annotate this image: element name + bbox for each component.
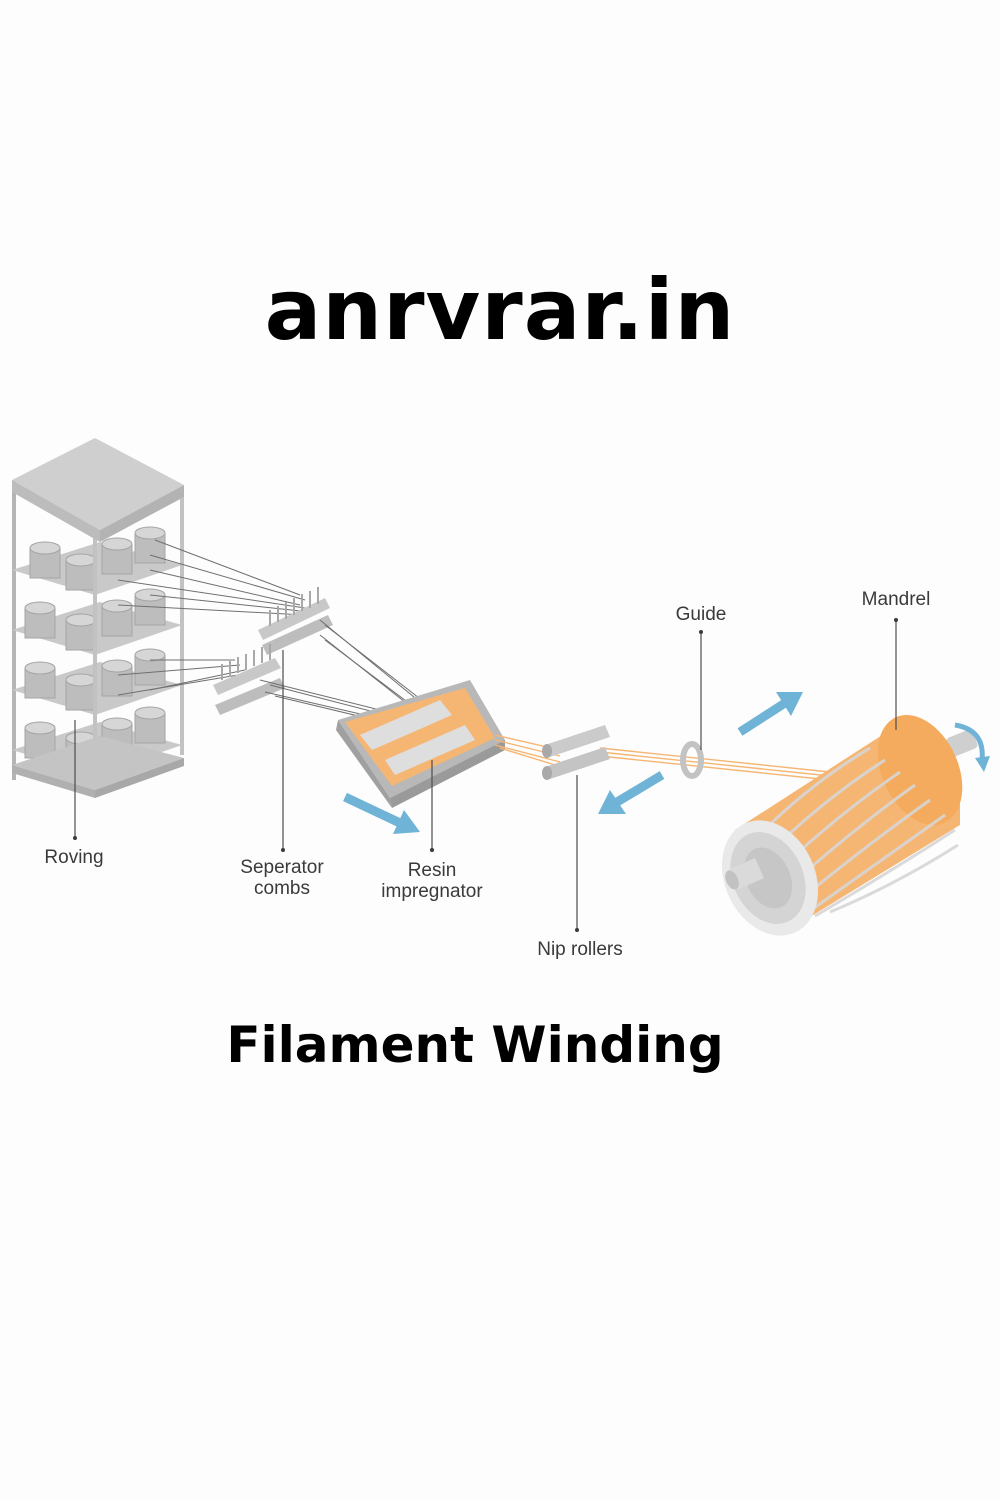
leader-lines bbox=[74, 620, 897, 930]
roving-fibers bbox=[117, 539, 311, 696]
label-guide: Guide bbox=[676, 604, 727, 625]
filament-winding-diagram: Roving Seperator combs Resin impregnator… bbox=[12, 438, 990, 960]
label-nip-rollers: Nip rollers bbox=[537, 939, 623, 960]
label-roving: Roving bbox=[44, 847, 103, 868]
resin-impregnator bbox=[336, 680, 505, 808]
label-mandrel: Mandrel bbox=[862, 589, 931, 610]
separator-combs bbox=[213, 587, 333, 715]
label-resin-line1: Resin bbox=[408, 860, 457, 881]
rotation-arrow bbox=[954, 722, 985, 761]
feed-arrow bbox=[343, 792, 420, 834]
label-separator-combs-line2: combs bbox=[254, 878, 310, 899]
nip-rollers bbox=[542, 725, 610, 780]
label-separator-combs-line1: Seperator bbox=[240, 857, 324, 878]
leader-dots bbox=[73, 618, 898, 932]
site-title: anrvrar.in bbox=[264, 261, 736, 359]
diagram-caption: Filament Winding bbox=[226, 1016, 724, 1074]
label-resin-line2: impregnator bbox=[381, 881, 483, 902]
guide-ring bbox=[680, 741, 704, 779]
traverse-arrow-left bbox=[598, 771, 665, 814]
roving-creel bbox=[12, 438, 184, 798]
rotation-arrow-head bbox=[975, 756, 990, 772]
mandrel bbox=[721, 715, 978, 936]
traverse-arrow-right bbox=[737, 692, 803, 736]
